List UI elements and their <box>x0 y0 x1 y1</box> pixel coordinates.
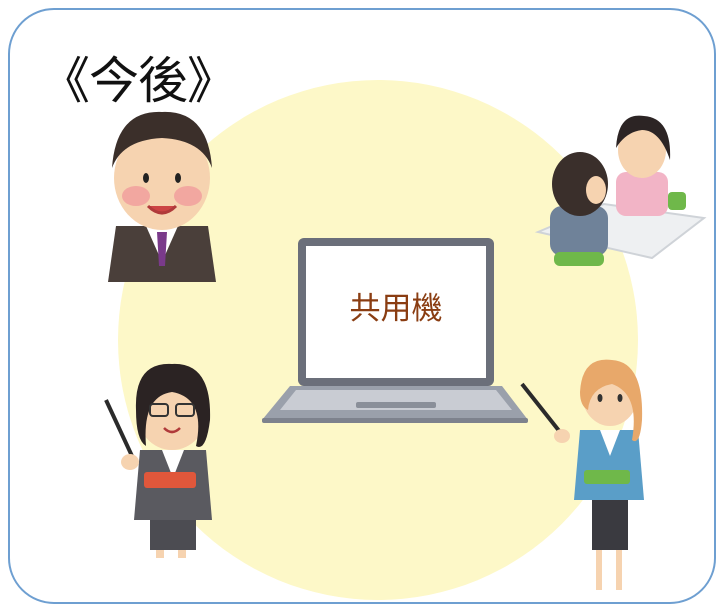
laptop-icon <box>262 238 528 423</box>
meeting-people-icon <box>534 115 707 266</box>
principal-person-icon <box>108 111 216 282</box>
page-title: 《今後》 <box>40 52 237 110</box>
teacher-with-pointer-icon <box>104 363 212 558</box>
laptop-label: 共用機 <box>349 291 443 327</box>
teacher-with-pointer-icon <box>520 359 644 590</box>
